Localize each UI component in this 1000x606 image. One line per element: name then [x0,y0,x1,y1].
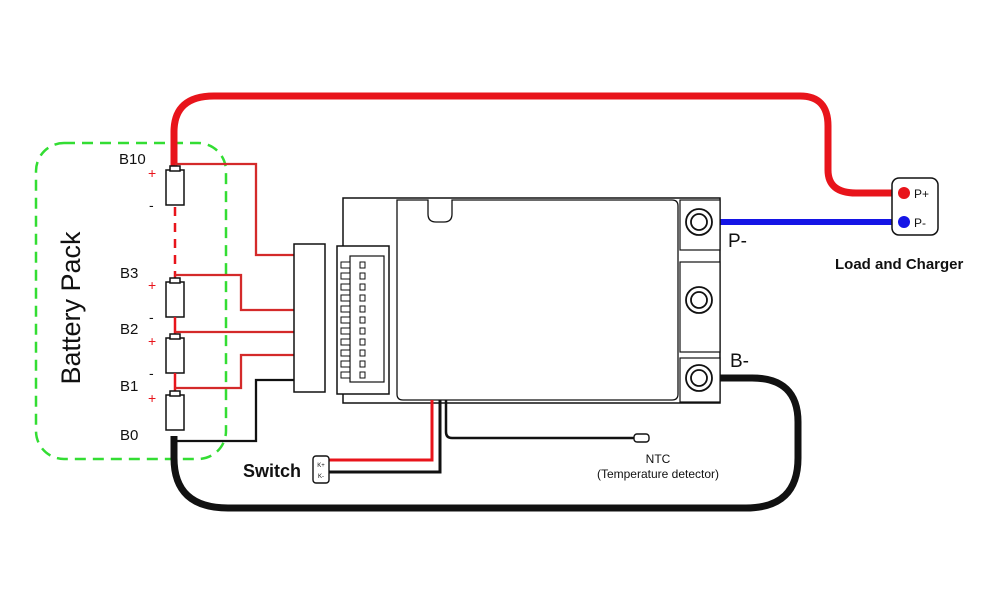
balance-wire-b0 [174,378,294,443]
switch-wire-negative [328,400,442,474]
load-p-plus-terminal [898,187,910,199]
connector-pin [340,327,351,335]
load-p-minus-terminal [898,216,910,228]
minus-mark: - [149,365,154,381]
connector-pin [340,371,351,379]
ntc-sublabel: (Temperature detector) [597,467,719,481]
minus-mark: - [149,197,154,213]
connector-pin-slot [359,349,366,357]
battery-pack-outline [34,141,228,461]
connector-pin-slot [359,338,366,346]
ntc-sensor [633,433,650,443]
ntc-label: NTC [646,452,671,466]
ntc-wire [444,400,636,440]
plus-mark: + [148,277,156,293]
connector-pin [340,294,351,302]
connector-pin [340,283,351,291]
connector-pin-slot [359,272,366,280]
tap-label-b2: B2 [120,321,138,338]
cell-b1 [165,390,185,431]
connector-pin-slot [359,316,366,324]
connector-pin-slot [359,261,366,269]
connector-pins [340,261,366,379]
switch-pin-k-plus: K+ [317,463,325,469]
cell-b10 [165,165,185,206]
connector-pin-slot [359,327,366,335]
connector-pin-slot [359,305,366,313]
connector-pin-slot [359,283,366,291]
cell-b3 [165,277,185,318]
switch-pin-k-minus: K- [318,474,324,480]
tap-label-b0: B0 [120,427,138,444]
connector-pin [340,272,351,280]
load-charger-label: Load and Charger [835,256,964,273]
connector-pin [340,349,351,357]
main-negative-wire [170,374,802,512]
middle-pad [685,286,713,314]
connector-pin-slot [359,360,366,368]
switch-wire-positive [328,400,434,462]
switch-connector: K+ K- [312,455,330,484]
battery-pack-label: Battery Pack [56,231,86,385]
connector-pin-slot [359,294,366,302]
connector-pin [340,305,351,313]
switch-label: Switch [243,461,301,481]
plus-mark: + [148,333,156,349]
load-p-plus-label: P+ [914,187,929,201]
tap-label-b10: B10 [119,151,146,168]
balance-wires [175,162,294,390]
p-minus-pad [685,208,713,236]
plus-mark: + [148,165,156,181]
connector-pin-slot [359,371,366,379]
cell-b2 [165,333,185,374]
board-b-minus-label: B- [730,351,749,372]
load-p-minus-label: P- [914,216,926,230]
tap-label-b1: B1 [120,378,138,395]
main-positive-wire [170,92,898,197]
board-p-minus-label: P- [728,231,747,252]
connector-pin [340,261,351,269]
connector-pin [340,316,351,324]
connector-pin [340,360,351,368]
bms-board [342,197,721,404]
minus-mark: - [149,309,154,325]
connector-pin [340,338,351,346]
tap-label-b3: B3 [120,265,138,282]
b-minus-pad [685,364,713,392]
plus-mark: + [148,390,156,406]
